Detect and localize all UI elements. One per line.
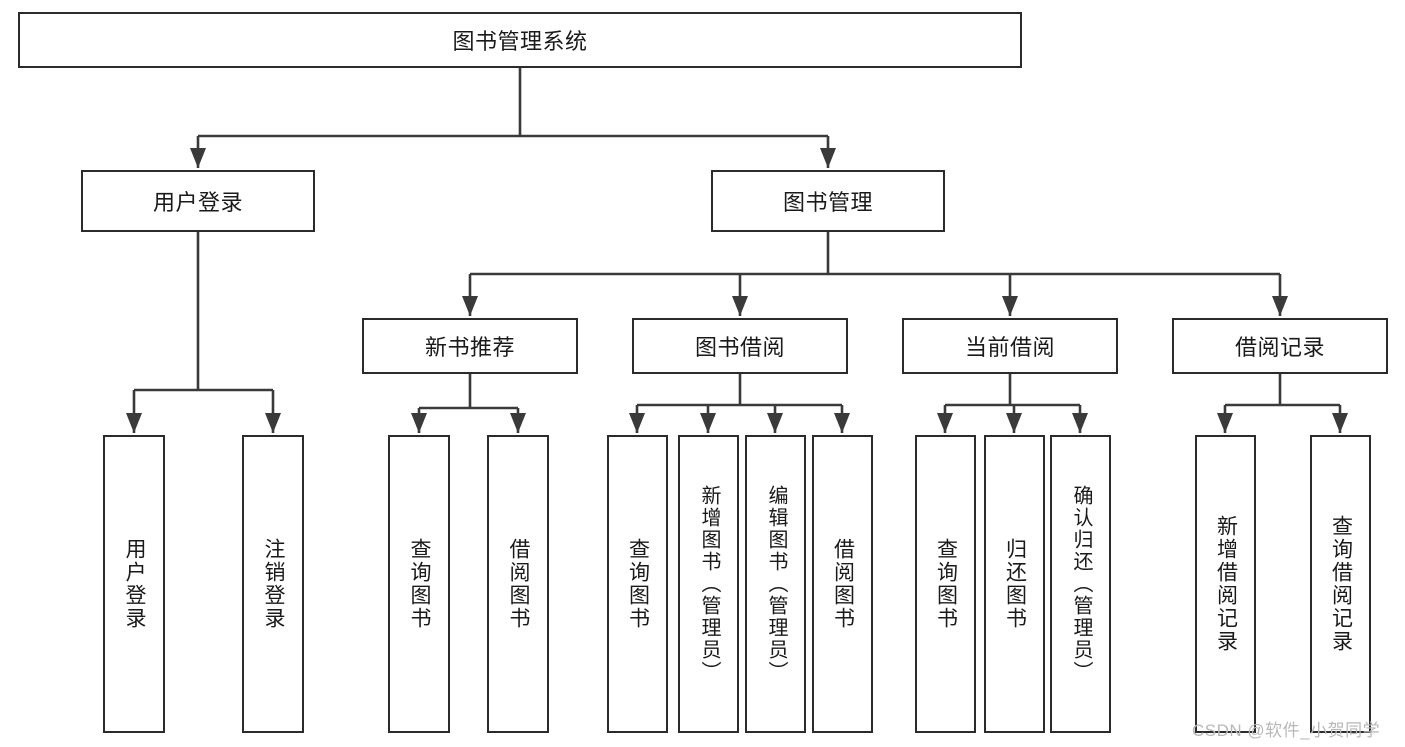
- arrow-head-icon: [1002, 296, 1018, 316]
- node-label: 编辑图书（管理员）: [765, 485, 787, 683]
- arrow-head-icon: [820, 148, 836, 168]
- arrow-head-icon: [462, 296, 478, 316]
- arrow-head-icon: [1272, 296, 1288, 316]
- node-label: 图书管理: [782, 190, 873, 215]
- node-leaf-add-record[interactable]: 新增借阅记录: [1195, 435, 1256, 733]
- node-user-login[interactable]: 用户登录: [81, 170, 315, 232]
- node-label: 借阅图书: [507, 538, 531, 630]
- node-leaf-user-login[interactable]: 用户登录: [103, 435, 165, 733]
- node-label: 图书管理系统: [452, 29, 588, 54]
- node-root[interactable]: 图书管理系统: [18, 12, 1022, 68]
- arrow-head-icon: [732, 296, 748, 316]
- arrow-head-icon: [700, 413, 716, 433]
- node-leaf-edit-book[interactable]: 编辑图书（管理员）: [745, 435, 806, 733]
- arrow-head-icon: [411, 413, 427, 433]
- node-book-manage[interactable]: 图书管理: [711, 170, 945, 232]
- node-label: 查询图书: [934, 538, 958, 630]
- arrow-head-icon: [629, 413, 645, 433]
- node-label: 用户登录: [123, 538, 147, 630]
- node-label: 归还图书: [1003, 538, 1027, 630]
- arrow-head-icon: [265, 413, 281, 433]
- node-label: 借阅记录: [1234, 335, 1325, 360]
- node-label: 查询图书: [408, 538, 432, 630]
- node-label: 查询借阅记录: [1329, 515, 1353, 653]
- arrow-head-icon: [834, 413, 850, 433]
- node-label: 注销登录: [262, 538, 286, 630]
- arrow-head-icon: [1217, 413, 1233, 433]
- node-label: 新增借阅记录: [1214, 515, 1238, 653]
- node-leaf-query-book-3[interactable]: 查询图书: [915, 435, 976, 733]
- arrow-head-icon: [1072, 413, 1088, 433]
- node-label: 用户登录: [152, 190, 243, 215]
- node-new-book-rec[interactable]: 新书推荐: [362, 318, 578, 374]
- node-label: 借阅图书: [831, 538, 855, 630]
- node-borrow-record[interactable]: 借阅记录: [1172, 318, 1388, 374]
- node-leaf-query-book-2[interactable]: 查询图书: [607, 435, 668, 733]
- node-current-borrow[interactable]: 当前借阅: [902, 318, 1118, 374]
- node-label: 图书借阅: [694, 335, 785, 360]
- node-label: 确认归还（管理员）: [1070, 485, 1092, 683]
- node-leaf-borrow-book-1[interactable]: 借阅图书: [487, 435, 549, 733]
- node-leaf-query-book-1[interactable]: 查询图书: [388, 435, 450, 733]
- node-leaf-logout[interactable]: 注销登录: [242, 435, 304, 733]
- node-leaf-return-book[interactable]: 归还图书: [984, 435, 1045, 733]
- node-leaf-confirm-return[interactable]: 确认归还（管理员）: [1050, 435, 1111, 733]
- arrow-head-icon: [1332, 413, 1348, 433]
- arrow-head-icon: [510, 413, 526, 433]
- node-leaf-add-book[interactable]: 新增图书（管理员）: [678, 435, 739, 733]
- arrow-head-icon: [767, 413, 783, 433]
- arrow-head-icon: [190, 148, 206, 168]
- arrow-head-icon: [126, 413, 142, 433]
- node-label: 新书推荐: [424, 335, 515, 360]
- node-label: 新增图书（管理员）: [698, 485, 720, 683]
- arrow-head-icon: [1006, 413, 1022, 433]
- node-book-borrow[interactable]: 图书借阅: [632, 318, 848, 374]
- node-leaf-borrow-book-2[interactable]: 借阅图书: [812, 435, 873, 733]
- node-label: 当前借阅: [964, 335, 1055, 360]
- node-label: 查询图书: [626, 538, 650, 630]
- arrow-head-icon: [937, 413, 953, 433]
- node-leaf-query-record[interactable]: 查询借阅记录: [1310, 435, 1371, 733]
